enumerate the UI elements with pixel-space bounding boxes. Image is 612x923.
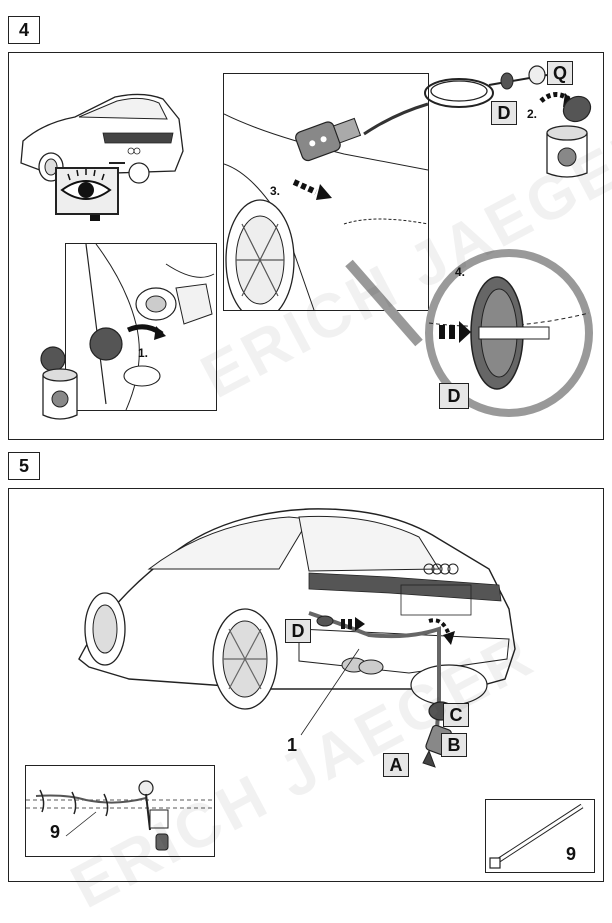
part-d-label: D (285, 619, 311, 643)
cable-tie-part-detail: 9 (485, 799, 595, 873)
substep-4-label: 4. (455, 265, 466, 279)
substep-3-label: 3. (270, 184, 281, 198)
substep-2-label: 2. (527, 107, 538, 121)
step-4-panel: 1. 3. (8, 52, 604, 440)
step-4-number: 4 (8, 16, 40, 44)
part-c-label: C (443, 703, 469, 727)
part-d-label-top: D (491, 101, 517, 125)
zoom-callout-grommet (345, 249, 593, 417)
cable-and-seal-illustration (424, 65, 548, 108)
cable-tie-routing-detail: 9 (25, 765, 215, 857)
cable-tie-callout-right: 9 (566, 844, 577, 864)
harness-callout-1: 1 (287, 735, 298, 755)
plug-insertion-detail: 3. (223, 73, 429, 311)
car-rear-harness-illustration (78, 508, 516, 768)
cable-tie-callout-left: 9 (50, 822, 61, 842)
step-5-number: 5 (8, 452, 40, 480)
part-d-label-zoom: D (439, 383, 469, 409)
part-b-label: B (441, 733, 467, 757)
part-q-label: Q (547, 61, 573, 85)
substep-1-label: 1. (138, 346, 149, 360)
grease-tin-icon (546, 95, 592, 178)
eye-icon (60, 169, 112, 200)
grommet-removal-detail: 1. (65, 243, 217, 411)
grease-tin-icon (40, 346, 78, 420)
car-rear-3q-illustration (20, 93, 184, 184)
part-a-label: A (383, 753, 409, 777)
step-5-panel: D C B A 1 9 9 (8, 488, 604, 882)
